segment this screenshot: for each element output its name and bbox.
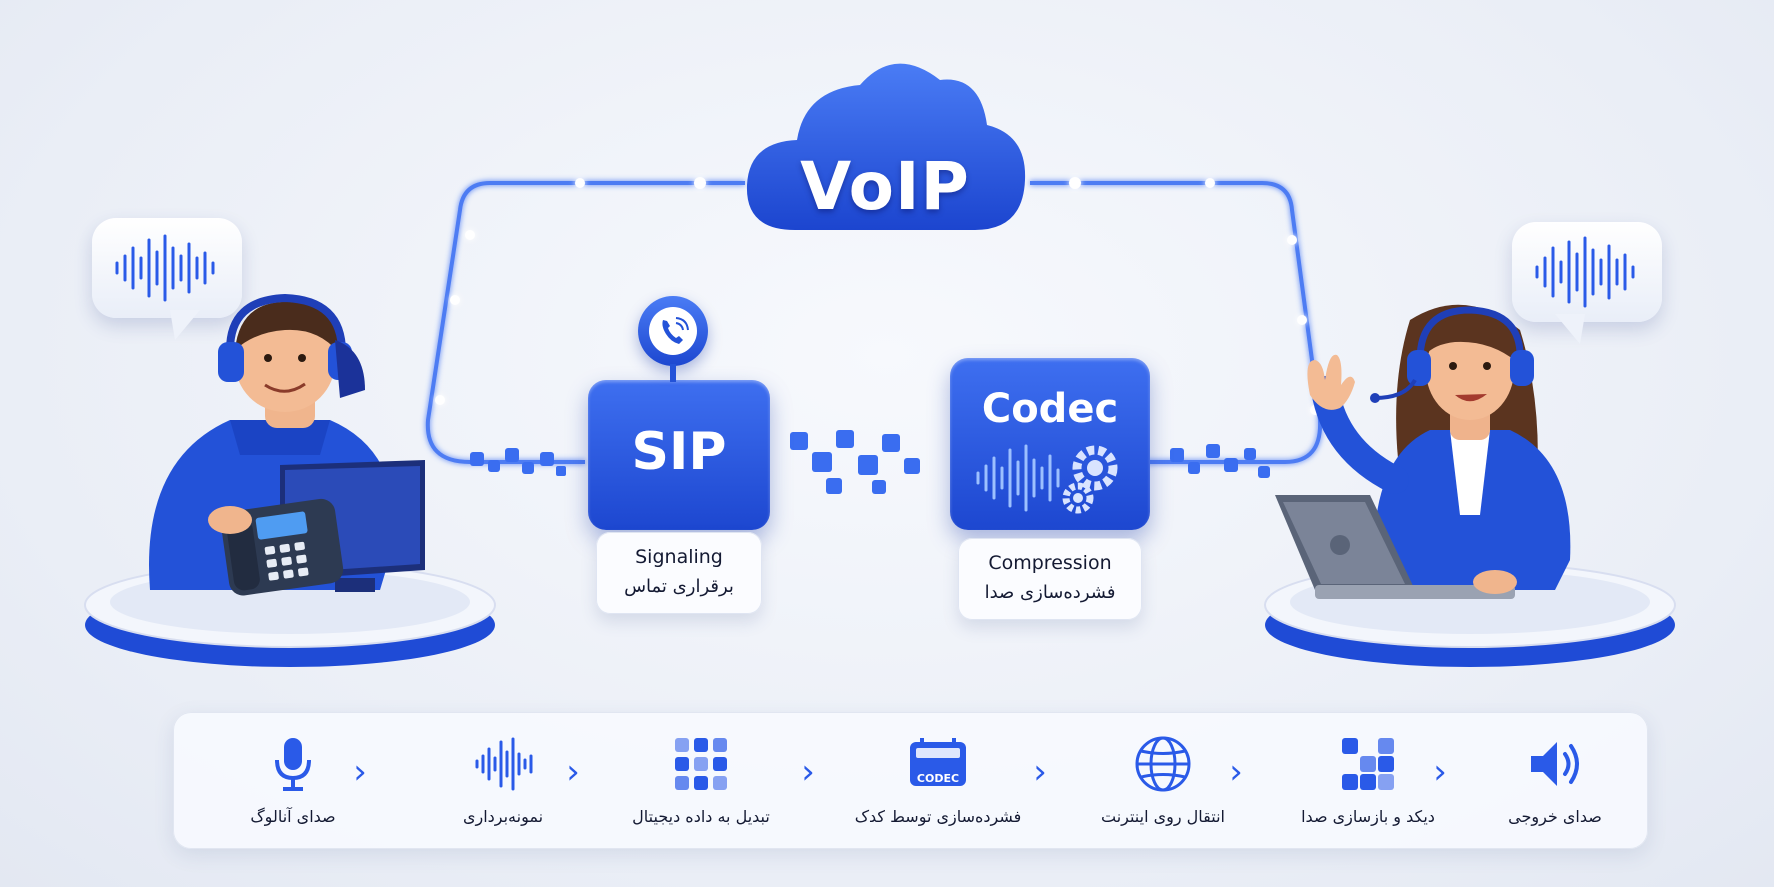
- right-bubble-tail: [1555, 314, 1585, 344]
- pipeline-step-codec: CODEC فشرده‌سازی توسط کدک: [838, 712, 1038, 849]
- codec-block: Codec Compression فشرده‌سازی صدا: [950, 358, 1150, 620]
- waveform-icon: [475, 737, 533, 791]
- pipeline-step-label: صدای آنالوگ: [250, 807, 336, 826]
- pipeline-step-label: فشرده‌سازی توسط کدک: [854, 807, 1022, 826]
- chevron-right-icon: ›: [353, 752, 367, 792]
- left-speech-bubble: [92, 218, 242, 318]
- microphone-icon: [275, 738, 311, 791]
- phone-badge-stem: [670, 364, 676, 382]
- cloud-label: VoIP: [800, 148, 970, 225]
- pipeline-step-label: صدای خروجی: [1508, 807, 1602, 826]
- pipeline-step-label: نمونه‌برداری: [462, 807, 544, 826]
- codec-chip-icon: [910, 738, 966, 786]
- pipeline-step-decode: دیکد و بازسازی صدا: [1268, 712, 1468, 849]
- sound-wave-icon: [115, 234, 215, 302]
- codec-title: Codec: [981, 386, 1119, 432]
- sound-wave-icon: [1535, 236, 1635, 308]
- codec-caption: Compression فشرده‌سازی صدا: [958, 538, 1142, 620]
- left-bubble-tail: [170, 310, 200, 340]
- chevron-right-icon: ›: [566, 752, 580, 792]
- speaker-icon: [1531, 742, 1579, 786]
- globe-icon: [1135, 736, 1191, 792]
- right-speech-bubble: [1512, 222, 1662, 322]
- grid-icon: [675, 738, 727, 790]
- blocks-icon: [1342, 738, 1394, 790]
- sip-subtitle-en: Signaling: [635, 546, 723, 568]
- sip-subtitle-fa: برقراری تماس: [624, 576, 734, 597]
- sip-block-header: [588, 380, 770, 530]
- voip-pipeline: صدای آنالوگ › نمونه‌برداری › تبدیل به دا…: [173, 712, 1648, 849]
- gear-icon: [1062, 445, 1118, 514]
- phone-icon: [649, 307, 697, 355]
- pipeline-step-label: انتقال روی اینترنت: [1100, 807, 1225, 826]
- chevron-right-icon: ›: [1433, 752, 1447, 792]
- caller-male-illustration: [84, 293, 496, 667]
- pipeline-step-transfer: انتقال روی اینترنت: [1063, 712, 1263, 849]
- phone-badge: [638, 296, 708, 366]
- chevron-right-icon: ›: [1229, 752, 1243, 792]
- pipeline-step-output: صدای خروجی: [1455, 712, 1655, 849]
- codec-subtitle-en: Compression: [988, 552, 1112, 574]
- sip-block: SIP Signaling برقراری تماس: [588, 380, 770, 620]
- sip-caption: Signaling برقراری تماس: [596, 532, 762, 614]
- pipeline-step-analog-voice: صدای آنالوگ: [193, 712, 393, 849]
- codec-subtitle-fa: فشرده‌سازی صدا: [984, 582, 1116, 603]
- callee-female-illustration: [1264, 304, 1676, 667]
- pipeline-step-sampling: نمونه‌برداری: [403, 712, 603, 849]
- codec-wave-gear-graphic: [976, 444, 1118, 514]
- codec-chip-text: CODEC: [916, 772, 960, 785]
- cloud-icon: [746, 63, 1026, 230]
- pipeline-step-digitize: تبدیل به داده دیجیتال: [601, 712, 801, 849]
- chevron-right-icon: ›: [1033, 752, 1047, 792]
- sip-title: SIP: [631, 422, 727, 482]
- pipeline-step-label: دیکد و بازسازی صدا: [1301, 807, 1435, 826]
- pipeline-step-label: تبدیل به داده دیجیتال: [632, 807, 770, 826]
- voip-cloud: VoIP: [735, 50, 1035, 250]
- chevron-right-icon: ›: [801, 752, 815, 792]
